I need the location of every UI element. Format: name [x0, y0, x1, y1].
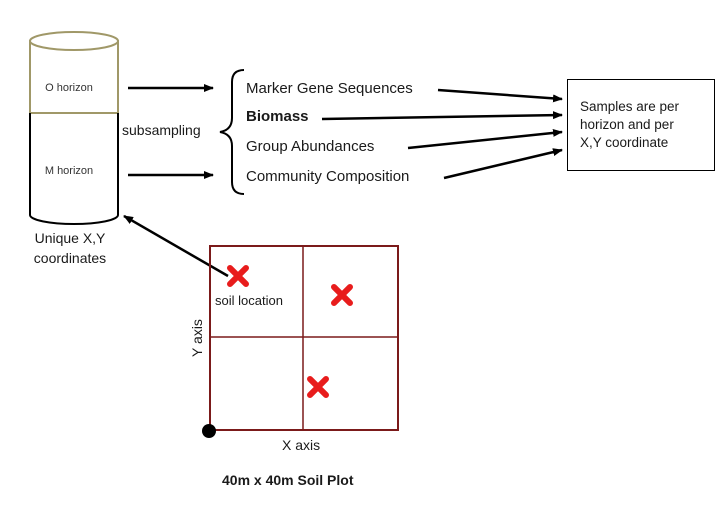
community-composition-arrow — [443, 148, 563, 180]
m-horizon-label: M horizon — [44, 165, 94, 177]
soil-plot-grid — [209, 245, 399, 431]
coordinates-label-line-2: coordinates — [33, 250, 107, 266]
measurement-marker-gene-sequences: Marker Gene Sequences — [246, 80, 413, 97]
plot-origin-dot — [202, 424, 216, 438]
y-axis-label: Y axis — [189, 319, 205, 357]
samples-note-line-2: horizon and per — [580, 117, 674, 132]
coordinates-label: Unique X,Y coordinates — [28, 228, 112, 268]
group-abundances-arrow — [407, 128, 563, 150]
coordinates-label-line-1: Unique X,Y — [34, 230, 106, 246]
sample-marker-3 — [305, 374, 331, 400]
samples-note-line-3: X,Y coordinate — [580, 135, 669, 150]
sample-marker-1 — [225, 263, 251, 289]
marker-gene-arrow — [437, 88, 563, 103]
measurement-brace — [219, 69, 245, 195]
samples-note-box: Samples are per horizon and per X,Y coor… — [567, 79, 715, 171]
measurement-group-abundances: Group Abundances — [246, 138, 375, 155]
soil-location-label: soil location — [215, 293, 283, 308]
biomass-arrow — [321, 111, 563, 121]
sample-marker-2 — [329, 282, 355, 308]
samples-note-line-1: Samples are per — [580, 99, 680, 114]
o-horizon-label: O horizon — [45, 82, 93, 94]
measurement-community-composition: Community Composition — [246, 168, 410, 185]
plot-title: 40m x 40m Soil Plot — [222, 472, 354, 488]
measurement-biomass: Biomass — [246, 108, 309, 125]
subsampling-label: subsampling — [122, 122, 201, 138]
soil-core-cylinder — [29, 31, 119, 225]
x-axis-label: X axis — [282, 437, 321, 453]
